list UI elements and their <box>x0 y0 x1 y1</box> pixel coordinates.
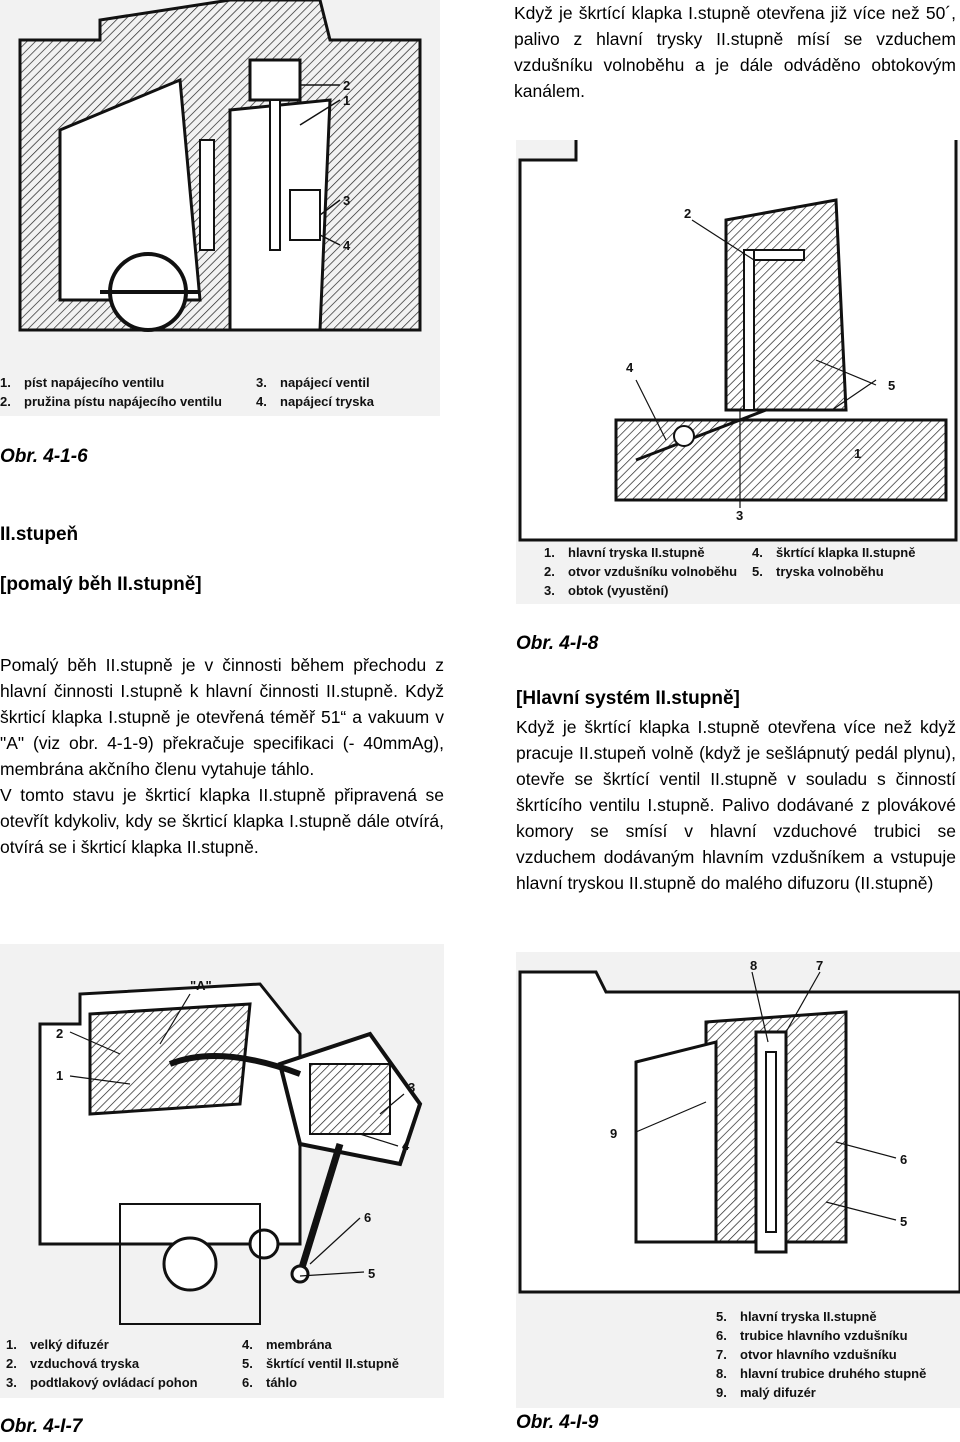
callout-6: 6 <box>900 1152 907 1167</box>
callout-4: 4 <box>402 1138 410 1153</box>
callout-7: 7 <box>816 958 823 973</box>
callout-9: 9 <box>610 1126 617 1141</box>
legend-item: 7.otvor hlavního vzdušníku <box>716 1347 897 1362</box>
legend-item: 3.podtlakový ovládací pohon <box>6 1375 198 1390</box>
left-body-text: Pomalý běh II.stupně je v činnosti během… <box>0 652 444 860</box>
section-subheading: [pomalý běh II.stupně] <box>0 574 202 595</box>
paragraph: V tomto stavu je škrticí klapka II.stupn… <box>0 785 444 857</box>
callout-1: 1 <box>343 93 350 108</box>
legend-item: 5.škrtící ventil II.stupně <box>242 1356 399 1371</box>
vacuum-actuator-diagram: "A" 2 1 3 4 6 5 <box>0 944 444 1398</box>
caption-fig-4-1-6: Obr. 4-1-6 <box>0 446 88 467</box>
legend-item: 3.obtok (vyustění) <box>544 583 669 598</box>
label-a: "A" <box>190 978 212 993</box>
carburetor-diagram-1: 2 1 3 4 <box>0 0 440 416</box>
legend-item: 1.píst napájecího ventilu <box>0 375 165 390</box>
caption-fig-4-1-9: Obr. 4-I-9 <box>516 1412 599 1433</box>
callout-2: 2 <box>684 206 691 221</box>
legend-item: 4.membrána <box>242 1337 332 1352</box>
legend-item: 8.hlavní trubice druhého stupně <box>716 1366 927 1381</box>
callout-5: 5 <box>368 1266 375 1281</box>
legend-item: 4.škrtící klapka II.stupně <box>752 545 916 560</box>
callout-6: 6 <box>364 1210 371 1225</box>
section-heading: [Hlavní systém II.stupně] <box>516 688 740 709</box>
legend-item: 5.tryska volnoběhu <box>752 564 884 579</box>
section-heading: II.stupeň <box>0 524 79 545</box>
callout-1: 1 <box>56 1068 63 1083</box>
legend-item: 3.napájecí ventil <box>256 375 370 390</box>
callout-3: 3 <box>408 1080 415 1095</box>
figure-4-1-7: "A" 2 1 3 4 6 5 1.velký difuzér 2.vzduch… <box>0 944 444 1398</box>
main-jet-diagram: 8 7 9 6 5 <box>516 952 960 1408</box>
callout-8: 8 <box>750 958 757 973</box>
legend-item: 2.pružina pístu napájecího ventilu <box>0 394 222 409</box>
right-body-text: Když je škrtící klapka I.stupně otevřena… <box>516 717 956 893</box>
intro-paragraph: Když je škrtící klapka I.stupně otevřena… <box>514 3 956 101</box>
caption-fig-4-1-8: Obr. 4-I-8 <box>516 633 599 654</box>
caption-fig-4-1-7: Obr. 4-I-7 <box>0 1416 83 1437</box>
legend-item: 1.velký difuzér <box>6 1337 109 1352</box>
callout-2: 2 <box>56 1026 63 1041</box>
legend-item: 9.malý difuzér <box>716 1385 816 1400</box>
paragraph: Pomalý běh II.stupně je v činnosti během… <box>0 655 444 779</box>
figure-4-1-8: 2 4 5 1 3 1.hlavní tryska II.stupně 2.ot… <box>516 140 960 604</box>
legend-item: 2.vzduchová tryska <box>6 1356 140 1371</box>
legend-item: 1.hlavní tryska II.stupně <box>544 545 705 560</box>
legend-item: 4.napájecí tryska <box>256 394 374 409</box>
legend-item: 6.táhlo <box>242 1375 298 1390</box>
callout-3: 3 <box>343 193 350 208</box>
carburetor-diagram-2: 2 4 5 1 3 <box>516 140 960 604</box>
callout-4: 4 <box>343 238 351 253</box>
callout-5: 5 <box>900 1214 907 1229</box>
callout-5: 5 <box>888 378 895 393</box>
callout-3: 3 <box>736 508 743 523</box>
legend-item: 5.hlavní tryska II.stupně <box>716 1309 877 1324</box>
legend-item: 6.trubice hlavního vzdušníku <box>716 1328 908 1343</box>
legend-item: 2.otvor vzdušníku volnoběhu <box>544 564 738 579</box>
figure-4-1-6: 2 1 3 4 1.píst napájecího ventilu 2.pruž… <box>0 0 440 416</box>
callout-1: 1 <box>854 446 861 461</box>
figure-4-1-9: 8 7 9 6 5 5.hlavní tryska II.stupně 6.tr… <box>516 952 960 1408</box>
callout-4: 4 <box>626 360 634 375</box>
callout-2: 2 <box>343 78 350 93</box>
